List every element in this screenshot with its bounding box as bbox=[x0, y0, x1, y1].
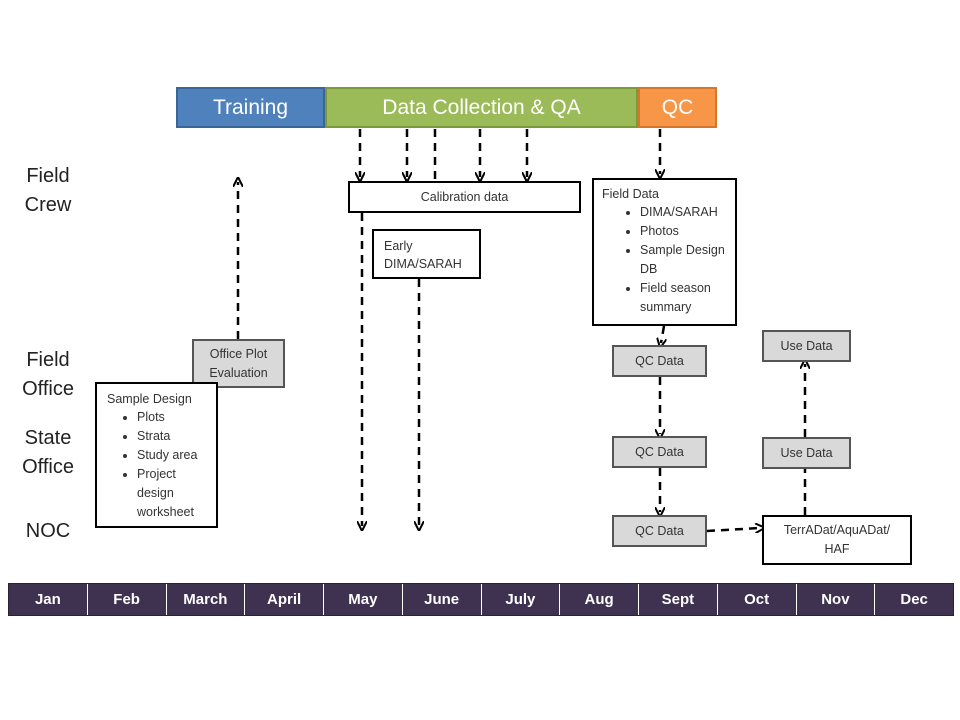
use-data-box-2: Use Data bbox=[762, 437, 851, 469]
phase-collection-label: Data Collection & QA bbox=[382, 95, 581, 119]
month-aug: Aug bbox=[560, 584, 639, 615]
month-june: June bbox=[403, 584, 482, 615]
row-label-state-office-line2: Office bbox=[22, 456, 74, 478]
month-may: May bbox=[324, 584, 403, 615]
month-dec: Dec bbox=[900, 591, 928, 608]
row-label-field-crew-line2: Crew bbox=[24, 194, 72, 216]
use-data-box-1: Use Data bbox=[762, 330, 851, 362]
field-data-box: Field Data DIMA/SARAH Photos Sample Desi… bbox=[592, 178, 737, 326]
field-data-title: Field Data bbox=[602, 187, 659, 201]
qc-data-label-1: QC Data bbox=[635, 354, 684, 368]
terradat-label: TerrADat/AquADat/ HAF bbox=[783, 523, 891, 556]
early-dima-label: Early DIMA/SARAH bbox=[384, 239, 462, 271]
phase-training: Training bbox=[176, 87, 325, 128]
use-data-label-1: Use Data bbox=[780, 339, 833, 353]
qc-data-label-3: QC Data bbox=[635, 524, 684, 538]
row-label-field-crew: Field Crew bbox=[8, 162, 88, 220]
month-april: April bbox=[245, 584, 324, 615]
calibration-data-label: Calibration data bbox=[420, 190, 509, 204]
month-jan: Jan bbox=[9, 584, 88, 615]
early-dima-box: Early DIMA/SARAH bbox=[372, 229, 481, 279]
row-label-state-office-line1: State bbox=[24, 427, 72, 449]
arrow-field-data-to-qc1 bbox=[661, 325, 664, 343]
month-nov: Nov bbox=[797, 584, 876, 615]
phase-data-collection: Data Collection & QA bbox=[325, 87, 638, 128]
office-plot-evaluation-box: Office Plot Evaluation bbox=[192, 339, 285, 388]
row-label-noc-text: NOC bbox=[25, 520, 71, 542]
phase-qc: QC bbox=[638, 87, 717, 128]
qc-data-label-2: QC Data bbox=[635, 445, 684, 459]
row-label-state-office: State Office bbox=[8, 424, 88, 482]
field-data-item: Sample Design DB bbox=[640, 241, 735, 279]
row-label-field-crew-line1: Field bbox=[26, 165, 70, 187]
sample-design-item: Study area bbox=[137, 446, 216, 465]
row-label-field-office: Field Office bbox=[8, 346, 88, 404]
sample-design-list: Plots Strata Study area Project design w… bbox=[107, 408, 216, 522]
arrow-qc3-to-terradat bbox=[706, 528, 760, 531]
qc-data-box-1: QC Data bbox=[612, 345, 707, 377]
qc-data-box-2: QC Data bbox=[612, 436, 707, 468]
sample-design-item: Strata bbox=[137, 427, 216, 446]
sample-design-box: Sample Design Plots Strata Study area Pr… bbox=[95, 382, 218, 528]
terradat-box: TerrADat/AquADat/ HAF bbox=[762, 515, 912, 565]
qc-data-box-3: QC Data bbox=[612, 515, 707, 547]
row-label-field-office-line2: Office bbox=[22, 378, 74, 400]
row-label-noc: NOC bbox=[8, 517, 88, 546]
field-data-list: DIMA/SARAH Photos Sample Design DB Field… bbox=[602, 203, 735, 317]
month-feb: Feb bbox=[88, 584, 167, 615]
use-data-label-2: Use Data bbox=[780, 446, 833, 460]
row-label-field-office-line1: Field bbox=[26, 349, 70, 371]
field-data-item: Photos bbox=[640, 222, 735, 241]
phase-training-label: Training bbox=[212, 95, 289, 119]
sample-design-title: Sample Design bbox=[107, 392, 192, 406]
month-sept: Sept bbox=[639, 584, 718, 615]
calibration-data-box: Calibration data bbox=[348, 181, 581, 213]
field-data-item: DIMA/SARAH bbox=[640, 203, 735, 222]
month-bar: Jan Feb March April May June July Aug Se… bbox=[8, 583, 954, 616]
sample-design-item: Plots bbox=[137, 408, 216, 427]
month-march: March bbox=[167, 584, 246, 615]
sample-design-item: Project design worksheet bbox=[137, 465, 216, 522]
month-july: July bbox=[482, 584, 561, 615]
month-oct: Oct bbox=[718, 584, 797, 615]
office-plot-evaluation-label: Office Plot Evaluation bbox=[209, 346, 268, 380]
phase-qc-label: QC bbox=[661, 95, 694, 119]
field-data-item: Field season summary bbox=[640, 279, 735, 317]
